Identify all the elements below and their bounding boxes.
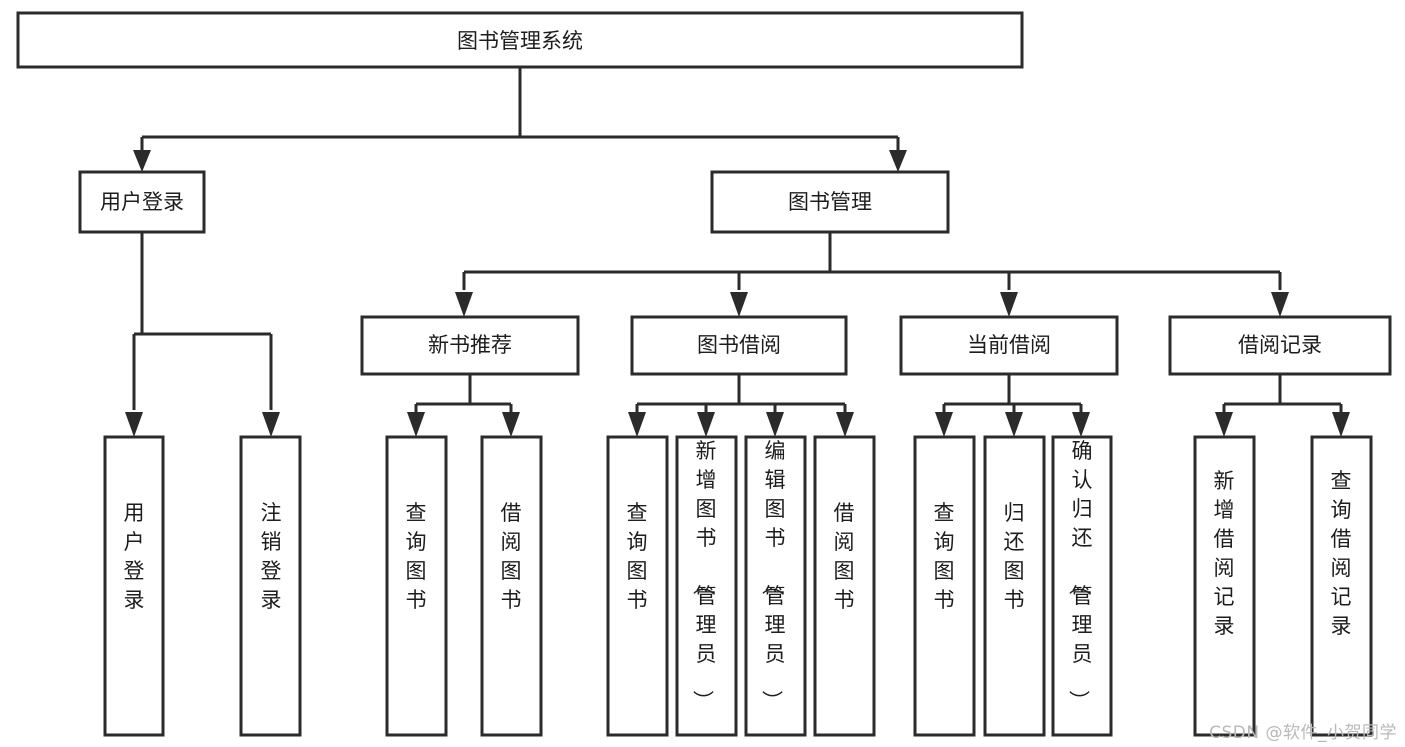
arrow-head-icon <box>836 412 854 437</box>
node-leaf-search-borrow-record-label: 查询借阅记录 <box>1331 469 1352 638</box>
node-borrow-records-label: 借阅记录 <box>1238 333 1322 357</box>
arrow-head-icon <box>1215 412 1233 437</box>
node-root[interactable]: 图书管理系统 <box>16 11 1024 69</box>
node-leaf-user-login-label: 用户登录 <box>124 501 145 612</box>
connector-login-to-leaves <box>125 232 280 437</box>
node-root-label: 图书管理系统 <box>457 29 583 53</box>
node-leaf-return-book[interactable]: 归还图书 <box>983 435 1046 737</box>
node-book-borrow-label: 图书借阅 <box>697 333 781 357</box>
node-leaf-add-borrow-record[interactable]: 新增借阅记录 <box>1193 435 1256 737</box>
node-leaf-borrow-book-1-box[interactable] <box>480 435 543 737</box>
node-leaf-user-login-box[interactable] <box>103 435 165 737</box>
connector-root-to-level2 <box>133 67 907 172</box>
connector-newbook-to-leaves <box>407 374 520 437</box>
node-current-borrow-box[interactable] <box>899 315 1119 376</box>
arrow-head-icon <box>697 412 715 437</box>
node-leaf-search-borrow-record-box[interactable] <box>1310 435 1373 737</box>
node-leaf-confirm-return-admin-label: 确认归还（管理员） <box>1067 439 1093 711</box>
arrow-head-icon <box>935 412 953 437</box>
arrow-head-icon <box>1072 412 1090 437</box>
node-leaf-add-borrow-record-box[interactable] <box>1193 435 1256 737</box>
node-leaf-search-book-1-box[interactable] <box>385 435 448 737</box>
connector-bookmgmt-to-level3 <box>455 232 1289 317</box>
connector-borrow-to-leaves <box>628 374 854 437</box>
node-leaf-search-book-3-box[interactable] <box>913 435 976 737</box>
node-book-management-box[interactable] <box>710 170 950 234</box>
arrow-head-icon <box>889 150 907 172</box>
node-book-borrow[interactable]: 图书借阅 <box>630 315 848 376</box>
node-leaf-borrow-book-2[interactable]: 借阅图书 <box>813 435 876 737</box>
arrow-head-icon <box>1271 292 1289 317</box>
node-leaf-logout-label: 注销登录 <box>261 501 282 612</box>
node-leaf-search-book-1[interactable]: 查询图书 <box>385 435 448 737</box>
node-leaf-edit-book-admin[interactable]: 编辑图书（管理员） <box>744 435 807 737</box>
arrow-head-icon <box>455 292 473 317</box>
node-leaf-user-login[interactable]: 用户登录 <box>103 435 165 737</box>
node-new-book-recommend-label: 新书推荐 <box>428 333 512 357</box>
node-new-book-recommend-box[interactable] <box>360 315 580 376</box>
node-leaf-logout[interactable]: 注销登录 <box>239 435 302 737</box>
node-borrow-records[interactable]: 借阅记录 <box>1168 315 1392 376</box>
node-leaf-confirm-return-admin[interactable]: 确认归还（管理员） <box>1051 435 1113 737</box>
node-leaf-confirm-return-admin-box[interactable] <box>1051 435 1113 737</box>
node-leaf-add-book-admin-box[interactable] <box>675 435 738 737</box>
node-leaf-search-borrow-record[interactable]: 查询借阅记录 <box>1310 435 1373 737</box>
node-leaf-edit-book-admin-label: 编辑图书（管理员） <box>760 439 786 711</box>
node-leaf-borrow-book-1-label: 借阅图书 <box>501 501 522 612</box>
node-book-management-label: 图书管理 <box>788 190 872 214</box>
arrow-head-icon <box>766 412 784 437</box>
node-leaf-borrow-book-2-box[interactable] <box>813 435 876 737</box>
node-leaf-edit-book-admin-box[interactable] <box>744 435 807 737</box>
arrow-head-icon <box>628 412 646 437</box>
arrow-head-icon <box>502 412 520 437</box>
node-leaf-return-book-label: 归还图书 <box>1004 501 1025 612</box>
node-leaf-return-book-box[interactable] <box>983 435 1046 737</box>
arrow-head-icon <box>125 412 143 437</box>
arrow-head-icon <box>407 412 425 437</box>
node-leaf-search-book-3[interactable]: 查询图书 <box>913 435 976 737</box>
node-leaf-search-book-3-label: 查询图书 <box>934 501 955 612</box>
node-book-management[interactable]: 图书管理 <box>710 170 950 234</box>
arrow-head-icon <box>730 292 748 317</box>
connector-records-to-leaves <box>1215 374 1350 437</box>
node-leaf-logout-box[interactable] <box>239 435 302 737</box>
node-current-borrow[interactable]: 当前借阅 <box>899 315 1119 376</box>
node-leaf-add-book-admin[interactable]: 新增图书（管理员） <box>675 435 738 737</box>
arrow-head-icon <box>1332 412 1350 437</box>
node-leaf-search-book-2-label: 查询图书 <box>627 501 648 612</box>
node-leaf-borrow-book-2-label: 借阅图书 <box>834 501 855 612</box>
arrow-head-icon <box>1005 412 1023 437</box>
arrow-head-icon <box>133 150 151 172</box>
node-leaf-borrow-book-1[interactable]: 借阅图书 <box>480 435 543 737</box>
node-leaf-search-book-2[interactable]: 查询图书 <box>606 435 669 737</box>
node-user-login-box[interactable] <box>78 170 206 234</box>
node-new-book-recommend[interactable]: 新书推荐 <box>360 315 580 376</box>
node-borrow-records-box[interactable] <box>1168 315 1392 376</box>
node-user-login-label: 用户登录 <box>100 190 184 214</box>
node-leaf-add-book-admin-label: 新增图书（管理员） <box>691 439 717 711</box>
node-book-borrow-box[interactable] <box>630 315 848 376</box>
node-current-borrow-label: 当前借阅 <box>967 333 1051 357</box>
connector-current-to-leaves <box>935 374 1090 437</box>
node-leaf-add-borrow-record-label: 新增借阅记录 <box>1214 469 1235 638</box>
csdn-watermark: CSDN @软件_小贺同学 <box>1209 723 1397 743</box>
arrow-head-icon <box>1000 292 1018 317</box>
node-user-login[interactable]: 用户登录 <box>78 170 206 234</box>
node-root-box[interactable] <box>16 11 1024 69</box>
node-leaf-search-book-1-label: 查询图书 <box>406 501 427 612</box>
arrow-head-icon <box>262 412 280 437</box>
node-leaf-search-book-2-box[interactable] <box>606 435 669 737</box>
